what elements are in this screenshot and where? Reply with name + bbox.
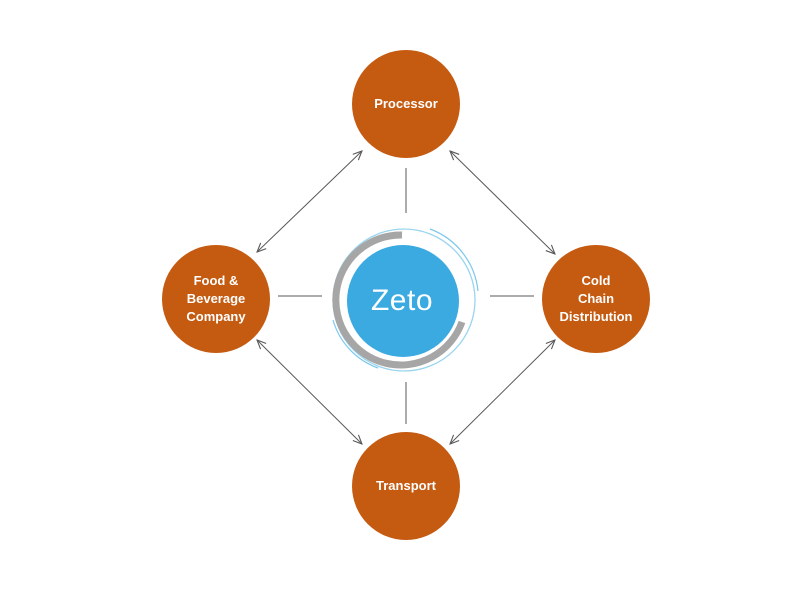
arrow-right-bottom [450,340,555,444]
center-arc-bottom-left [332,319,379,369]
center-label: Zeto [370,284,434,317]
arrow-top-right [450,151,555,254]
arrow-left-top [257,151,362,252]
center-ring-gray [332,231,466,369]
node-cold-chain-distribution: Cold Chain Distribution [542,245,650,353]
node-food-beverage-company: Food & Beverage Company [162,245,270,353]
node-transport: Transport [352,432,460,540]
center-arc-top-right [429,228,479,292]
arrow-left-bottom [257,340,362,444]
node-processor: Processor [352,50,460,158]
center-core [347,245,459,357]
